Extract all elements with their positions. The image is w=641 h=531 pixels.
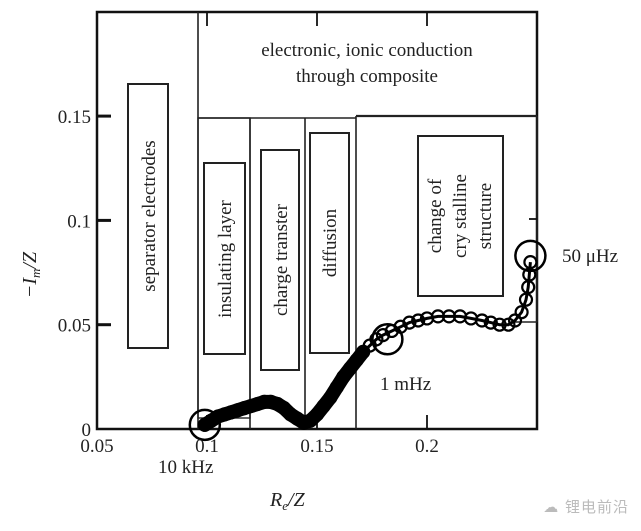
charge-label-box — [260, 149, 300, 371]
x-axis-title-main: R — [269, 489, 282, 511]
diffusion-label: diffusion — [320, 208, 341, 277]
y-axis-title-tail: /Z — [19, 251, 41, 270]
data-point — [523, 255, 538, 270]
wechat-logo-icon: ☁ — [543, 498, 560, 516]
data-series — [197, 255, 538, 432]
charge-label: charge transter — [271, 203, 292, 316]
y-axis-title-sub: m — [28, 269, 43, 278]
annotation-1mhz: 1 mHz — [380, 374, 431, 395]
data-point — [224, 405, 239, 420]
data-point — [250, 396, 265, 412]
data-point — [296, 415, 311, 430]
data-point — [263, 394, 278, 409]
data-point — [483, 315, 498, 330]
data-point — [492, 317, 507, 332]
frequency-markers — [188, 239, 547, 442]
data-point — [329, 380, 344, 395]
y-tick-label: 0.15 — [58, 107, 91, 128]
data-point — [323, 390, 338, 405]
y-tick-label: 0.05 — [58, 316, 91, 337]
x-axis-title-sub: e — [282, 498, 288, 513]
y-tick-label: 0 — [82, 420, 92, 441]
annotation-10khz: 10 kHz — [158, 457, 213, 478]
watermark: ☁ 锂电前沿 — [543, 496, 629, 517]
marker-1mhz — [371, 323, 404, 356]
data-point — [210, 409, 226, 424]
watermark-text: 锂电前沿 — [564, 498, 629, 516]
y-tick-label: 0.1 — [67, 211, 91, 232]
data-point — [411, 313, 426, 328]
crystal-label-line1: change of — [425, 178, 446, 253]
x-tick-label: 0.05 — [80, 436, 113, 457]
x-tick-label: 0.2 — [415, 436, 439, 457]
data-point — [243, 398, 259, 414]
x-tick-label: 0.15 — [300, 436, 333, 457]
crystal-label-line2: cry stalline — [450, 174, 471, 258]
top-region-label-line1: electronic, ionic conduction — [261, 40, 473, 61]
data-point — [217, 407, 232, 422]
crystal-label-line3: structure — [475, 183, 496, 249]
marker-50uhz — [514, 239, 547, 273]
y-axis-title-main: −I — [19, 277, 41, 298]
x-tick-label: 0.1 — [195, 436, 219, 457]
y-axis-title: −Im/Z — [19, 251, 43, 298]
crystal-label-box — [417, 135, 504, 297]
insulating-label: insulating layer — [215, 199, 236, 317]
x-axis-title-tail: /Z — [287, 489, 306, 511]
data-point — [402, 315, 417, 330]
separator-label: separator electrodes — [139, 140, 160, 291]
data-point — [257, 394, 272, 409]
data-point — [514, 305, 529, 320]
x-axis-title: Re/Z — [269, 489, 306, 513]
data-point — [474, 313, 490, 328]
data-point — [237, 401, 252, 416]
region-label-boxes — [127, 83, 504, 371]
top-region-label-line2: through composite — [296, 66, 438, 87]
marker-10khz — [188, 408, 222, 442]
data-point — [230, 403, 245, 418]
separator-label-box — [127, 83, 169, 349]
insulating-label-box — [203, 162, 246, 355]
diffusion-label-box — [309, 132, 350, 354]
annotation-50uhz: 50 μHz — [562, 246, 618, 267]
